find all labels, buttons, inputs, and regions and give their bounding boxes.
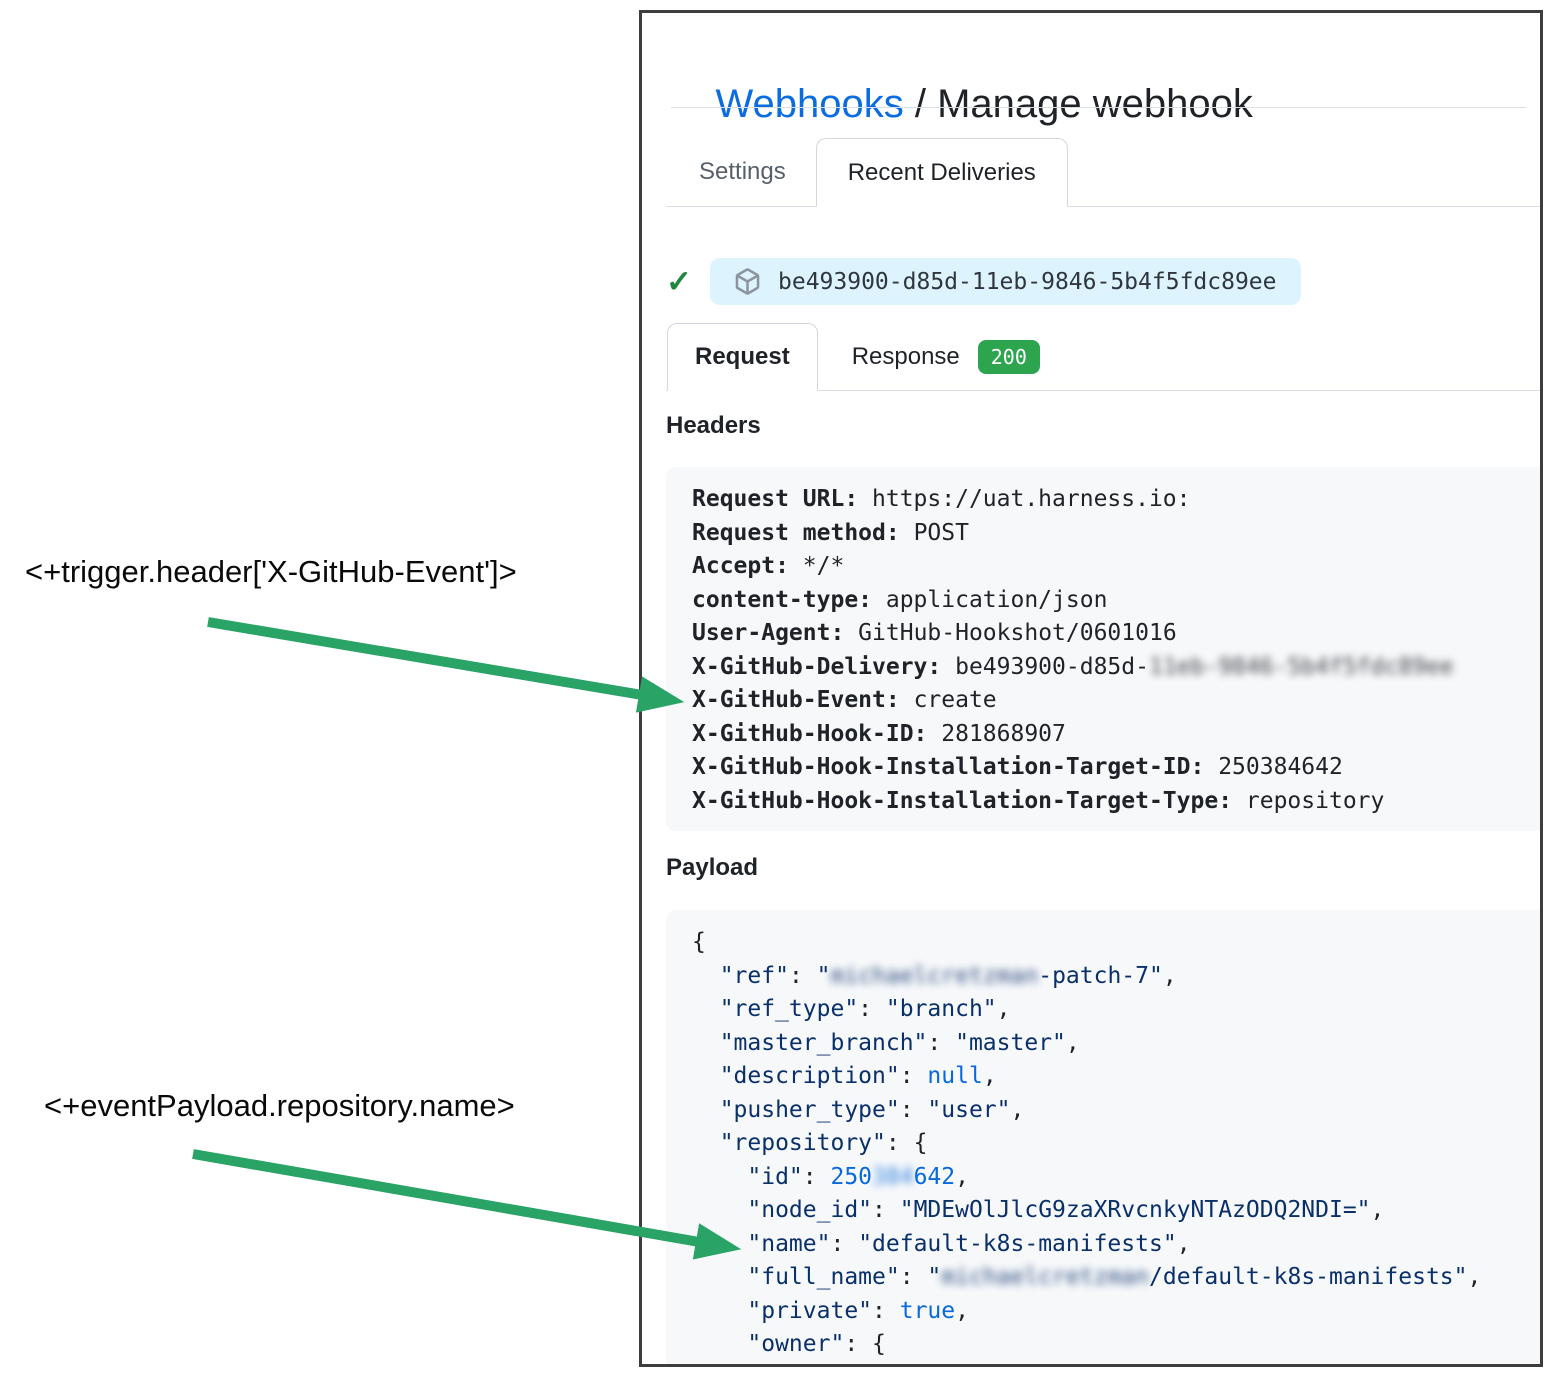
code-line: X-GitHub-Hook-ID: 281868907	[692, 720, 1066, 747]
code-line: {	[692, 929, 706, 955]
tab-response-label: Response	[851, 342, 960, 370]
headers-code-box: Request URL: https://uat.harness.io: Requ…	[666, 467, 1540, 831]
package-icon	[734, 268, 761, 295]
webhook-panel: Webhooks / Manage webhook Settings Recen…	[639, 10, 1543, 1367]
payload-annotation-arrow	[192, 1149, 742, 1260]
code-line: "repository": {	[692, 1130, 928, 1156]
request-response-tab-nav: Request Response 200	[666, 323, 1540, 391]
breadcrumb-separator: /	[903, 82, 938, 126]
headers-section-title: Headers	[666, 412, 761, 439]
breadcrumb-current: Manage webhook	[937, 82, 1253, 126]
code-line: "owner": {	[692, 1331, 886, 1357]
payload-code-box: { "ref": "michaelcretzman-patch-7", "ref…	[666, 910, 1540, 1364]
code-line: X-GitHub-Event: create	[692, 687, 997, 713]
code-line: "node_id": "MDEwOlJlcG9zaXRvcnkyNTAzODQ2…	[692, 1197, 1385, 1223]
delivery-guid: be493900-d85d-11eb-9846-5b4f5fdc89ee	[778, 268, 1277, 295]
page-title: Webhooks / Manage webhook	[671, 37, 1253, 172]
code-line: X-GitHub-Delivery: be493900-d85d-11eb-98…	[692, 653, 1454, 680]
delivery-success-check-icon: ✓	[666, 263, 692, 299]
code-line: Request method: POST	[692, 519, 969, 546]
code-line: "private": true,	[692, 1297, 969, 1324]
code-line: "name": "default-k8s-manifests",	[692, 1230, 1191, 1257]
trigger-annotation-arrow	[207, 617, 685, 713]
tab-response[interactable]: Response 200	[842, 323, 1050, 390]
code-line: User-Agent: GitHub-Hookshot/0601016	[692, 620, 1177, 646]
tab-settings[interactable]: Settings	[681, 138, 804, 206]
payload-section-title: Payload	[666, 854, 759, 881]
trigger-header-expression-label: <+trigger.header['X-GitHub-Event']>	[25, 554, 517, 589]
code-line: content-type: application/json	[692, 586, 1108, 613]
code-line: X-GitHub-Hook-Installation-Target-Type: …	[692, 787, 1385, 814]
breadcrumb-webhooks-link[interactable]: Webhooks	[715, 82, 904, 126]
title-divider	[671, 107, 1526, 108]
delivery-guid-pill[interactable]: be493900-d85d-11eb-9846-5b4f5fdc89ee	[710, 258, 1301, 305]
code-line: "id": 250384642,	[692, 1163, 969, 1190]
code-line: "description": null,	[692, 1063, 997, 1089]
code-line: "master_branch": "master",	[692, 1029, 1080, 1056]
tab-recent-deliveries-label: Recent Deliveries	[847, 158, 1036, 186]
code-line: Request URL: https://uat.harness.io:	[692, 486, 1191, 512]
code-line: "ref": "michaelcretzman-patch-7",	[692, 962, 1177, 989]
code-line: "ref_type": "branch",	[692, 996, 1011, 1022]
code-line: "full_name": "michaelcretzman/default-k8…	[692, 1264, 1482, 1290]
code-line: "pusher_type": "user",	[692, 1096, 1025, 1123]
event-payload-expression-label: <+eventPayload.repository.name>	[44, 1088, 515, 1123]
tab-recent-deliveries[interactable]: Recent Deliveries	[815, 138, 1068, 207]
code-line: X-GitHub-Hook-Installation-Target-ID: 25…	[692, 754, 1343, 780]
main-tab-nav: Settings Recent Deliveries	[666, 138, 1540, 207]
delivery-row: ✓ be493900-d85d-11eb-9846-5b4f5fdc89ee	[666, 258, 1301, 305]
code-line: Accept: */*	[692, 553, 845, 579]
tab-request-label: Request	[695, 343, 790, 370]
tab-request[interactable]: Request	[667, 323, 818, 391]
response-status-badge: 200	[977, 339, 1040, 374]
tab-settings-label: Settings	[699, 158, 786, 185]
